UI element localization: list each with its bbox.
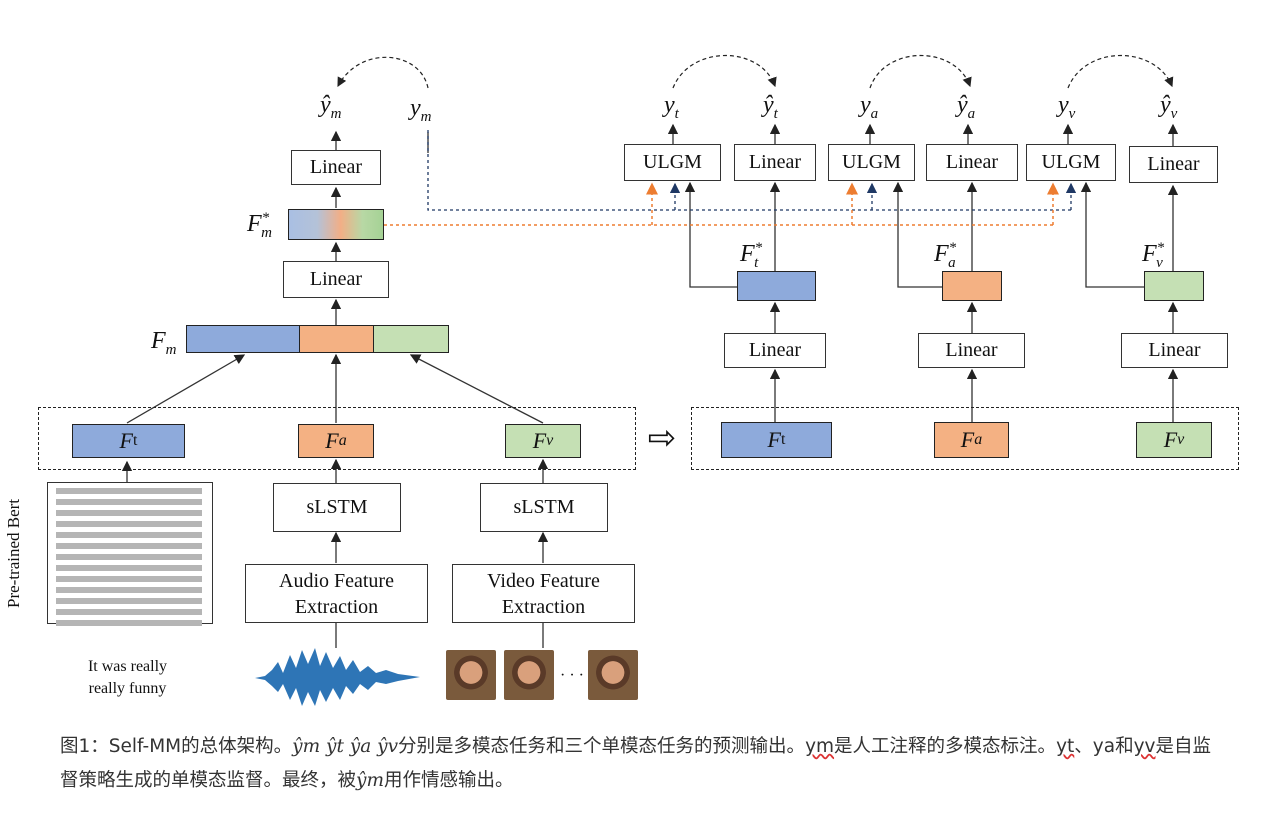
video-frame-1	[446, 650, 496, 700]
y-hat-a-label: ŷa	[957, 92, 976, 122]
linear-v-box: Linear	[1121, 333, 1228, 368]
y-m-label: ym	[410, 95, 432, 125]
f-m-audio-segment	[299, 325, 374, 353]
f-a-star-label: F*a	[934, 240, 957, 271]
y-hat-v-label: ŷv	[1160, 92, 1178, 122]
linear-t-box: Linear	[724, 333, 826, 368]
text-input-sample: It was really really funny	[87, 658, 168, 697]
y-hat-t-label: ŷt	[763, 92, 778, 122]
f-m-video-segment	[373, 325, 449, 353]
slstm-video-box: sLSTM	[480, 483, 608, 532]
left-feature-group	[38, 407, 636, 470]
audio-waveform	[255, 648, 420, 706]
figure-caption: 图1：Self-MM的总体架构。ŷm ŷt ŷa ŷv分别是多模态任务和三个单模…	[60, 736, 1212, 791]
ulgm-a-box: ULGM	[828, 144, 915, 181]
slstm-audio-box: sLSTM	[273, 483, 401, 532]
y-t-label: yt	[664, 92, 679, 122]
ulgm-v-box: ULGM	[1026, 144, 1116, 181]
bert-encoder-block	[47, 482, 213, 626]
y-a-label: ya	[860, 92, 879, 122]
f-v-star-vector	[1144, 271, 1204, 301]
video-frame-3	[588, 650, 638, 700]
f-t-star-vector	[737, 271, 816, 301]
f-t-star-label: F*t	[740, 240, 763, 271]
f-a-star-vector	[942, 271, 1002, 301]
linear-top-box: Linear	[291, 150, 381, 185]
linear-out-t-box: Linear	[734, 144, 816, 181]
y-hat-m-label: ŷm	[320, 92, 342, 122]
y-v-label: yv	[1058, 92, 1076, 122]
f-v-star-label: F*v	[1142, 240, 1165, 271]
f-m-label: Fm	[151, 328, 177, 358]
f-m-star-label: F*m	[247, 210, 273, 241]
frames-ellipsis: · · ·	[560, 667, 584, 684]
linear-out-a-box: Linear	[926, 144, 1018, 181]
linear-out-v-box: Linear	[1129, 146, 1218, 183]
f-m-text-segment	[186, 325, 300, 353]
ulgm-t-box: ULGM	[624, 144, 721, 181]
transition-arrow-icon: ⇨	[647, 420, 677, 457]
right-feature-group	[691, 407, 1239, 470]
linear-a-box: Linear	[918, 333, 1025, 368]
linear-mid-box: Linear	[283, 261, 389, 298]
f-m-star-vector	[288, 209, 384, 240]
video-frame-2	[504, 650, 554, 700]
bert-label: Pre-trained Bert	[4, 498, 23, 608]
